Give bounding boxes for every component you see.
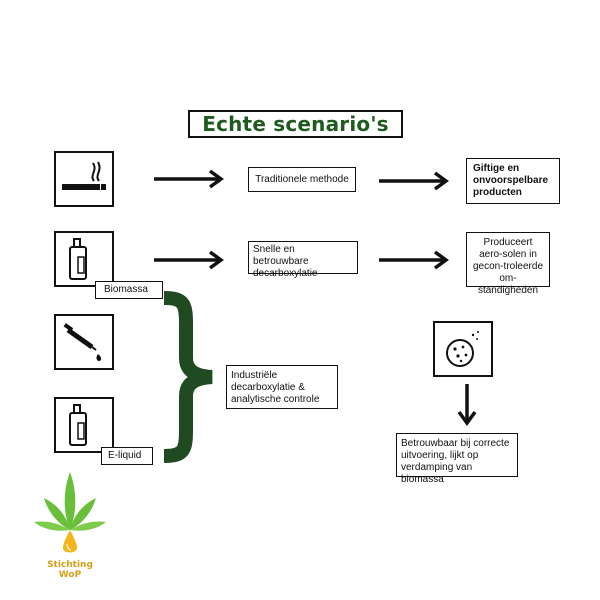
tag-biomass-text: Biomassa [104, 284, 148, 295]
arrow-row2-b [379, 250, 449, 270]
logo-text: Stichting WoP [30, 560, 110, 580]
cigarette-icon [62, 161, 106, 190]
edible-result-text: Betrouwbaar bij correcte uitvoering, lij… [401, 438, 510, 485]
cookie-icon [446, 331, 479, 367]
aerosol-box: Produceert aero-solen in gecon-troleerde… [466, 232, 550, 296]
industrial-text: Industriële decarboxylatie & analytische… [231, 370, 320, 405]
title-box: Echte scenario's [188, 110, 403, 138]
vaporizer-eliquid-box [54, 397, 114, 453]
logo-line1: Stichting [47, 560, 93, 570]
cookie-box [433, 321, 493, 377]
arrow-row2-a [154, 250, 224, 270]
tag-eliquid-text: E-liquid [108, 450, 142, 461]
aerosol-text: Produceert aero-solen in gecon-troleerde… [472, 237, 544, 296]
tag-biomass: Biomassa [95, 281, 163, 299]
cannabis-leaf-logo [34, 472, 106, 553]
arrow-row1-a [154, 169, 224, 189]
vaporizer-icon [69, 238, 87, 280]
vaporizer-icon [69, 404, 87, 446]
industrial-box: Industriële decarboxylatie & analytische… [226, 365, 338, 409]
curly-brace [163, 291, 213, 463]
logo-line2: WoP [58, 570, 82, 580]
traditional-method-box: Traditionele methode [248, 167, 356, 192]
dropper-icon [63, 323, 102, 361]
dropper-box [54, 314, 114, 370]
fast-decarb-box: Snelle en betrouwbare decarboxylatie [248, 241, 358, 279]
tag-eliquid: E-liquid [101, 447, 153, 465]
page-title: Echte scenario's [202, 112, 389, 136]
toxic-products-box: Giftige en onvoorspelbare producten [466, 158, 560, 204]
edible-result-box: Betrouwbaar bij correcte uitvoering, lij… [396, 433, 518, 485]
vaporizer-biomass-box [54, 231, 114, 287]
toxic-products-text: Giftige en onvoorspelbare producten [473, 163, 549, 198]
traditional-method-text: Traditionele methode [255, 173, 349, 185]
fast-decarb-text: Snelle en betrouwbare decarboxylatie [253, 244, 318, 279]
arrow-down [457, 384, 477, 426]
arrow-row1-b [379, 171, 449, 191]
cigarette-box [54, 151, 114, 207]
